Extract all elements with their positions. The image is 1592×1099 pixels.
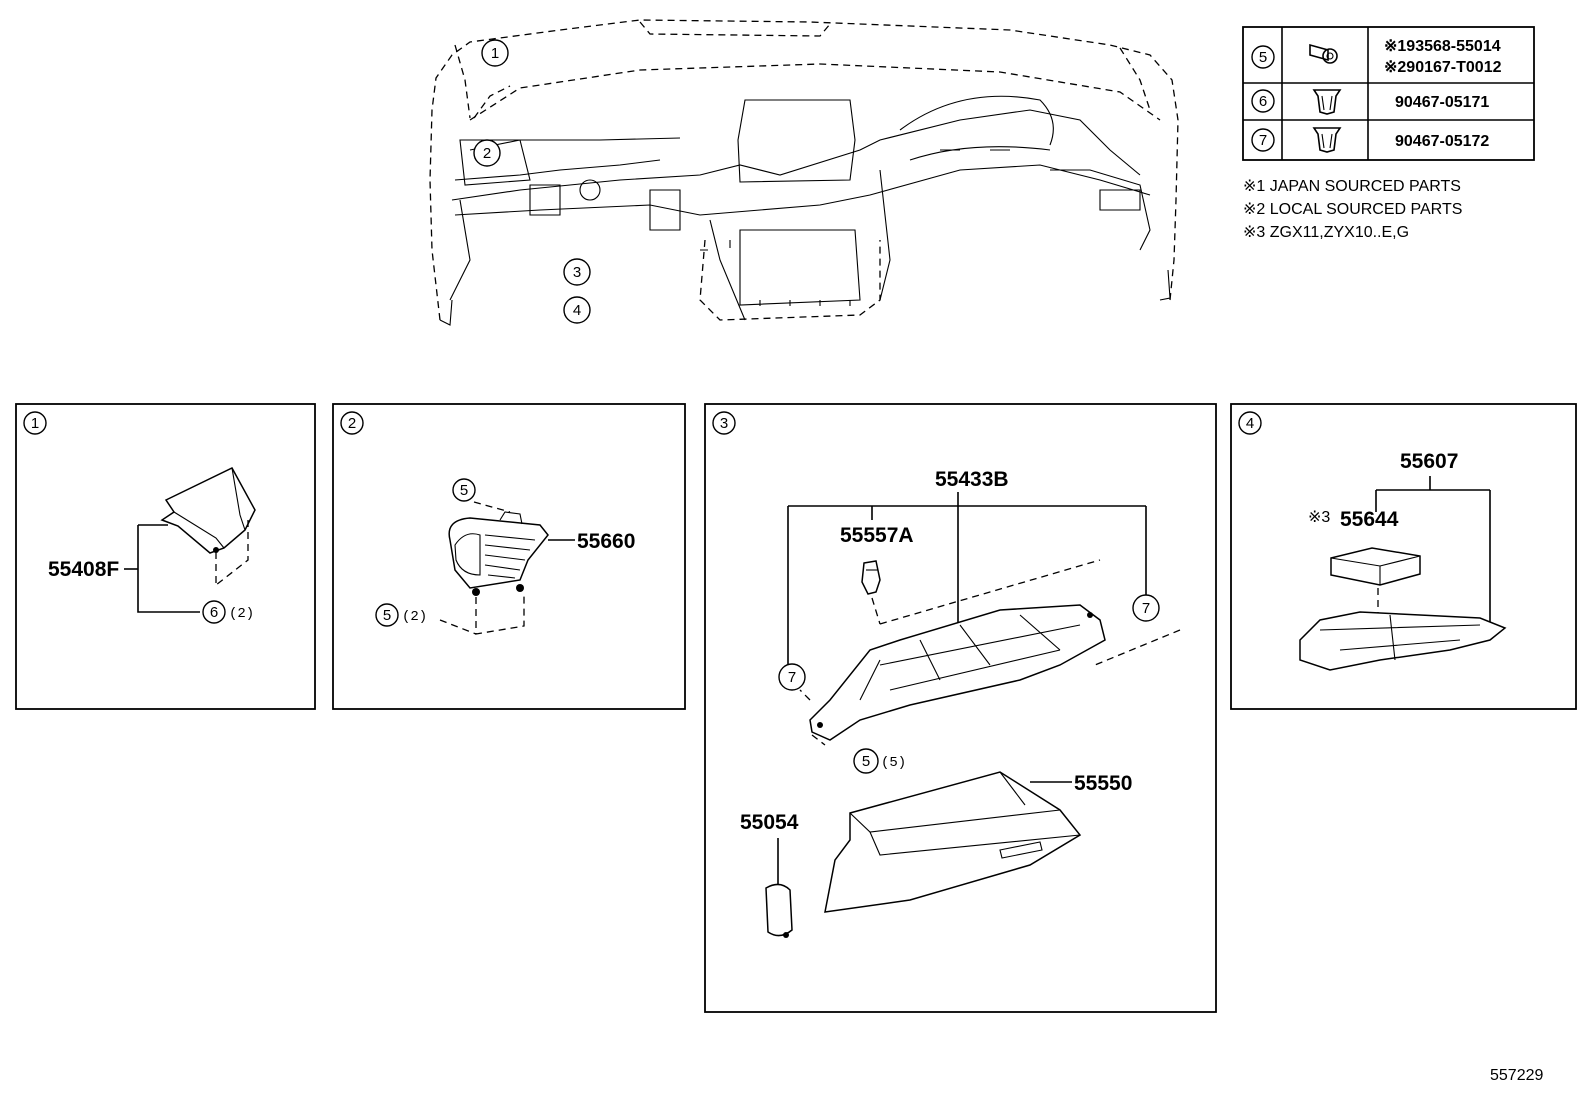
- part-number-55054: 55054: [740, 811, 799, 834]
- footnotes: ※1 JAPAN SOURCED PARTS ※2 LOCAL SOURCED …: [1243, 178, 1462, 241]
- table-row: 7 90467-05172: [1251, 127, 1489, 153]
- table-row: 6 90467-05171: [1251, 89, 1489, 115]
- svg-text:6: 6: [1259, 93, 1267, 110]
- svg-text:4: 4: [573, 302, 581, 319]
- svg-text:2: 2: [348, 415, 356, 432]
- bolt-callout-5-top[interactable]: 5: [452, 478, 476, 502]
- bolt-callout-5-bottom[interactable]: 5 (2): [375, 603, 427, 627]
- panel-cover-illustration: [160, 467, 256, 554]
- damper-55054-illustration: [765, 883, 793, 938]
- clip-callout-7-right[interactable]: 7: [1132, 594, 1160, 622]
- svg-text:5: 5: [460, 482, 468, 499]
- clip-icon: [1312, 127, 1342, 153]
- svg-text:7: 7: [1259, 132, 1267, 149]
- svg-text:6: 6: [210, 604, 218, 621]
- svg-text:7: 7: [788, 669, 796, 686]
- svg-text:2: 2: [483, 145, 491, 162]
- svg-text:1: 1: [31, 415, 39, 432]
- diagram-id: 557229: [1490, 1067, 1543, 1084]
- svg-text:5: 5: [862, 753, 870, 770]
- svg-text:(2): (2): [229, 606, 254, 622]
- overview-callout-3[interactable]: 3: [563, 258, 591, 286]
- pad-55644-illustration: [1330, 547, 1421, 586]
- svg-text:90467-05172: 90467-05172: [1395, 133, 1489, 150]
- svg-text:7: 7: [1142, 600, 1150, 617]
- part-number-55607: 55607: [1400, 450, 1458, 473]
- clip-55557A-illustration: [861, 560, 881, 595]
- glove-box-illustration: [824, 771, 1082, 913]
- overview-callout-1[interactable]: 1: [481, 39, 509, 67]
- clip-icon: [1312, 89, 1342, 115]
- svg-text:3: 3: [720, 415, 728, 432]
- detail-panel-3: 3 55433B 55557A 7 7 5: [704, 403, 1217, 1013]
- detail-panel-2: 2 55660 5 5 (2): [332, 403, 686, 710]
- svg-text:1: 1: [491, 45, 499, 62]
- overview-callout-2[interactable]: 2: [473, 139, 501, 167]
- part-number-55644: 55644: [1340, 508, 1399, 531]
- part-number-55550: 55550: [1074, 772, 1132, 795]
- clip-callout-6[interactable]: 6 (2): [202, 600, 254, 624]
- note-local-sourced: ※2 LOCAL SOURCED PARTS: [1243, 201, 1462, 218]
- clip-callout-7-left[interactable]: 7: [778, 663, 806, 691]
- svg-text:(5): (5): [881, 755, 906, 771]
- svg-text:90467-05171: 90467-05171: [1395, 94, 1489, 111]
- note-marker-3: ※3: [1308, 509, 1330, 526]
- lower-panel-illustration: [1299, 611, 1507, 671]
- detail-panel-1: 1 55408F 6 (2): [15, 403, 316, 710]
- note-japan-sourced: ※1 JAPAN SOURCED PARTS: [1243, 178, 1461, 195]
- part-number-55408F: 55408F: [48, 558, 119, 581]
- part-number-55557A: 55557A: [840, 524, 914, 547]
- detail-panel-4: 4 55607 ※3 55644: [1230, 403, 1577, 710]
- air-vent-illustration: [448, 511, 549, 596]
- bolt-callout-5[interactable]: 5 (5): [853, 748, 906, 774]
- svg-text:※193568-55014: ※193568-55014: [1384, 38, 1501, 55]
- svg-text:4: 4: [1246, 415, 1254, 432]
- table-row: 5 ※193568-55014 ※290167-T0012: [1251, 38, 1502, 76]
- fasteners-table: 5 ※193568-55014 ※290167-T0012 6 90467-05…: [1242, 26, 1535, 161]
- svg-text:5: 5: [383, 607, 391, 624]
- svg-text:5: 5: [1259, 49, 1267, 66]
- bolt-icon: [1309, 43, 1338, 64]
- overview-callout-4[interactable]: 4: [563, 296, 591, 324]
- svg-text:※290167-T0012: ※290167-T0012: [1384, 59, 1502, 76]
- note-model-codes: ※3 ZGX11,ZYX10..E,G: [1243, 224, 1409, 241]
- svg-text:(2): (2): [402, 609, 427, 625]
- part-number-55660: 55660: [577, 530, 635, 553]
- svg-text:3: 3: [573, 264, 581, 281]
- instrument-panel-overview: 1 2 3 4: [429, 19, 1179, 326]
- part-number-55433B: 55433B: [935, 468, 1009, 491]
- glove-box-frame-illustration: [809, 604, 1106, 741]
